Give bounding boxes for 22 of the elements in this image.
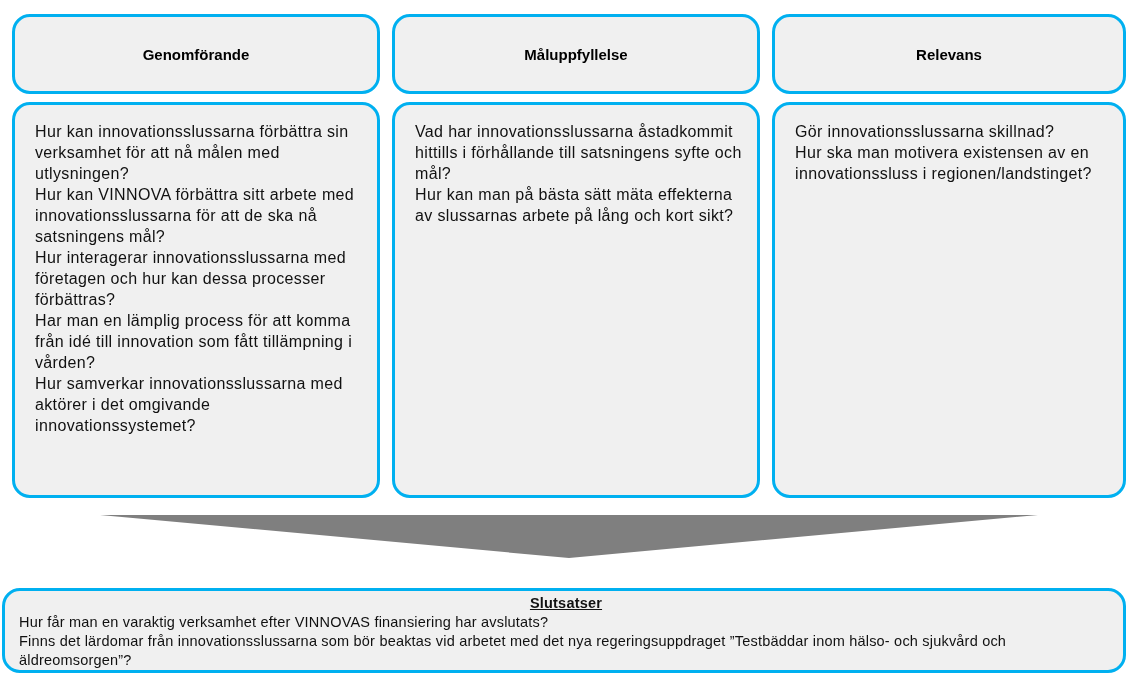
question-box (12, 102, 380, 498)
question-box (392, 102, 760, 498)
question-text: Hur får man en varaktig verksamhet efter VINNOVAS finansiering har avslutats? (19, 613, 550, 632)
heading: Slutsatser (528, 594, 604, 613)
header-box (772, 14, 1126, 94)
question-text: Vad har innovationsslussarna åstadkommit hittills i förhållande till satsningens syfte och mål? (415, 122, 743, 184)
question-text: Gör innovationsslussarna skillnad? (795, 122, 1056, 142)
conclusion-box (2, 588, 1126, 673)
heading: Relevans (916, 45, 982, 63)
question-text: Finns det lärdomar från innovationsslussarna som bör beaktas vid arbetet med det nya regeringsuppdraget ”Testbäddar inom hälso- och sjukvård och äldreomsorgen”? (19, 632, 1008, 670)
header-box (392, 14, 760, 94)
header-box (12, 14, 380, 94)
question-text: Hur kan man på bästa sätt mäta effekterna av slussarnas arbete på lång och kort sikt? (415, 185, 735, 226)
question-text: Har man en lämplig process för att komma från idé till innovation som fått tillämpning i vården? (35, 311, 354, 373)
heading: Genomförande (142, 45, 250, 63)
question-text: Hur kan VINNOVA förbättra sitt arbete med innovationsslussarna för att de ska nå satsningens mål? (35, 185, 356, 247)
heading: Måluppfyllelse (524, 45, 628, 63)
question-text: Hur interagerar innovationsslussarna med företagen och hur kan dessa processer förbättras? (35, 248, 348, 310)
question-text: Hur samverkar innovationsslussarna med aktörer i det omgivande innovationssystemet? (35, 374, 344, 436)
question-text: Hur ska man motivera existensen av en innovationssluss i regionen/landstinget? (795, 143, 1093, 184)
question-box (772, 102, 1126, 498)
question-text: Hur kan innovationsslussarna förbättra sin verksamhet för att nå målen med utlysningen? (35, 122, 350, 184)
